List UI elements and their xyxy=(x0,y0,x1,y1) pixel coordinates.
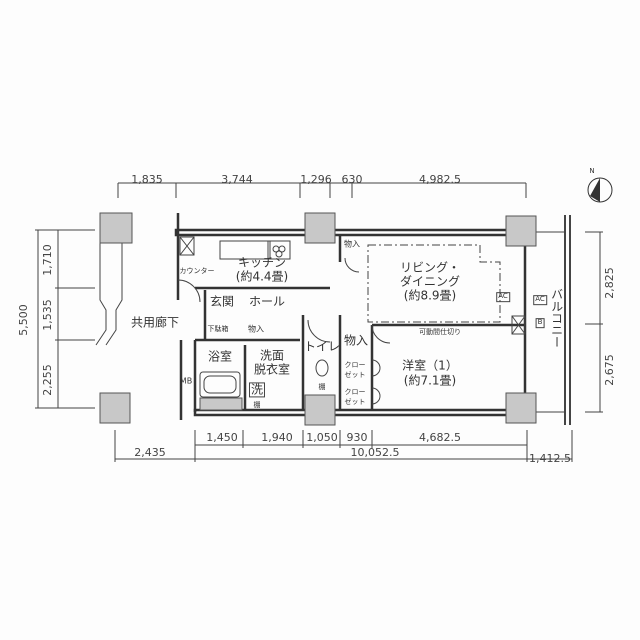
closet-2-label-b: ゼット xyxy=(344,398,366,407)
washroom-label-2: 脱衣室 xyxy=(253,362,291,377)
living-label-2: ダイニング xyxy=(399,274,461,289)
dim-left-3: 2,255 xyxy=(40,364,54,396)
washroom-label-1: 洗面 xyxy=(259,348,285,363)
living-label-1: リビング・ xyxy=(399,260,461,275)
bath-label: 浴室 xyxy=(207,349,233,364)
dim-top-1: 1,835 xyxy=(131,172,163,186)
dim-right-1: 2,825 xyxy=(602,267,616,299)
structural-columns xyxy=(99,212,537,426)
shelf-1-label: 棚 xyxy=(253,401,261,410)
kitchen-label: キッチン xyxy=(237,255,287,270)
dim-outer-1: 2,435 xyxy=(134,445,166,459)
dim-bottom-5: 4,682.5 xyxy=(419,430,461,444)
partition-label: 可動間仕切り xyxy=(419,328,461,337)
dim-bottom-3: 1,050 xyxy=(306,430,338,444)
top-ticks xyxy=(117,183,527,198)
b-label: B xyxy=(535,318,545,328)
washer-label: 洗 xyxy=(248,382,266,398)
corridor-label: 共用廊下 xyxy=(130,315,180,330)
ac-unit-label: AC xyxy=(496,292,510,302)
kitchen-size: (約4.4畳) xyxy=(235,269,289,284)
counter-label: カウンター xyxy=(179,267,215,276)
closet-1-label-b: ゼット xyxy=(344,371,366,380)
entrance-label: 玄関 xyxy=(209,294,235,309)
dim-left-1: 1,710 xyxy=(40,244,54,276)
mb-label: MB xyxy=(179,376,193,386)
hall-storage-label: 物入 xyxy=(248,324,264,334)
dim-top-2: 3,744 xyxy=(221,172,253,186)
dim-left-total: 5,500 xyxy=(16,304,30,336)
dim-bottom-2: 1,940 xyxy=(261,430,293,444)
dim-left-2: 1,535 xyxy=(40,299,54,331)
closet-1-label-a: クロー xyxy=(344,361,366,370)
shelf-2-label: 棚 xyxy=(318,383,326,392)
shoe-box-label: 下駄箱 xyxy=(207,325,229,334)
toilet-label: トイレ xyxy=(303,339,341,354)
dim-bottom-4: 930 xyxy=(346,430,368,444)
ac-outdoor-label: AC xyxy=(533,295,547,305)
dim-outer-2: 10,052.5 xyxy=(350,445,400,459)
living-size: (約8.9畳) xyxy=(403,288,457,303)
dim-right-2: 2,675 xyxy=(602,354,616,386)
dim-top-5: 4,982.5 xyxy=(419,172,461,186)
hall-label: ホール xyxy=(248,294,286,309)
bedroom-size: (約7.1畳) xyxy=(403,373,457,388)
balcony-label: バルコニー xyxy=(549,288,564,348)
kitchen-storage-label: 物入 xyxy=(344,239,360,249)
dim-outer-3: 1,412.5 xyxy=(529,451,571,465)
dim-bottom-1: 1,450 xyxy=(206,430,238,444)
closet-2-label-a: クロー xyxy=(344,388,366,397)
bedroom-storage-label: 物入 xyxy=(343,333,369,348)
dim-top-4: 630 xyxy=(341,172,363,186)
bedroom-label: 洋室（1） xyxy=(402,358,458,373)
compass-north-label: N xyxy=(589,167,595,176)
compass-icon xyxy=(587,177,613,203)
dim-top-3: 1,296 xyxy=(300,172,332,186)
